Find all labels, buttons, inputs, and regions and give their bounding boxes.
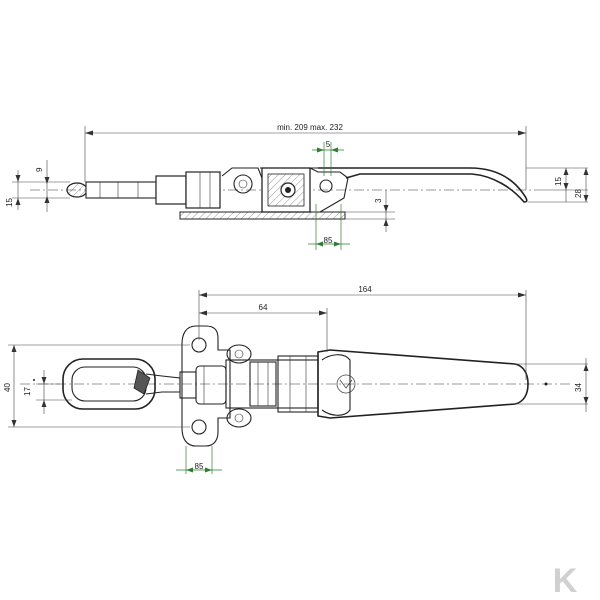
side-base-plate	[179, 211, 346, 220]
svg-text:K: K	[553, 562, 578, 600]
dim-40-text: 40	[3, 383, 12, 392]
dim-164-text: 164	[358, 285, 372, 294]
side-ring-end	[66, 182, 88, 198]
dim-17-text: 17	[23, 387, 32, 396]
top-view: 164 64 40 17 34 85	[3, 285, 589, 474]
side-rod	[85, 181, 157, 199]
dim-pin-9-text: 9	[35, 167, 44, 172]
side-hinge	[233, 174, 253, 194]
logo-mark-icon	[336, 374, 356, 394]
top-base-plate	[181, 325, 231, 447]
dim-34-text: 34	[574, 383, 583, 392]
dim-left-15-text: 15	[5, 198, 14, 207]
dim-gap-5-text: 5	[326, 140, 331, 149]
dim-side-85-text: 85	[324, 236, 333, 245]
top-ring-loop	[62, 358, 156, 410]
dim-right-28-text: 28	[574, 189, 583, 198]
brand-logo: K	[553, 562, 578, 600]
side-collar	[155, 175, 187, 205]
dim-base-3-text: 3	[374, 198, 383, 203]
side-lever-handle	[318, 167, 528, 203]
dim-64-text: 64	[259, 303, 268, 312]
dim-right-15-text: 15	[554, 177, 563, 186]
dim-overall-text: min. 209 max. 232	[277, 123, 343, 132]
dim-top-85-text: 85	[195, 462, 204, 471]
side-view: min. 209 max. 232 15 9 5 85 3	[5, 123, 589, 250]
